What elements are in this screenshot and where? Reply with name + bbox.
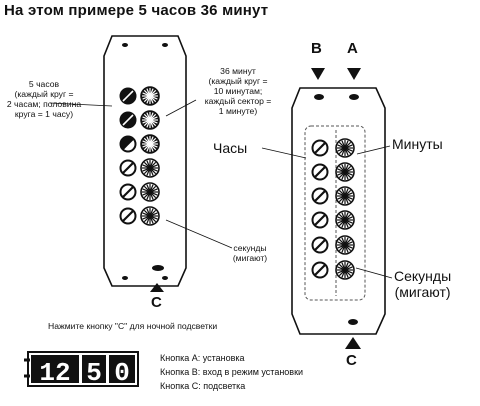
right-button-a[interactable] [349, 94, 359, 100]
label-a: A [347, 40, 358, 57]
label-b: B [311, 40, 322, 57]
right-device [291, 87, 386, 335]
night-light-note: Нажмите кнопку "C" для ночной подсветки [48, 321, 218, 331]
hours-note-line [49, 102, 113, 107]
hours-note: 5 часов (каждый круг = 2 часам; половина… [6, 79, 82, 119]
seconds-note: секунды (мигают) [232, 243, 268, 263]
minutes-note-line [165, 99, 197, 117]
left-button-c-label: C [151, 294, 162, 311]
seconds-label: Секунды (мигают) [394, 268, 452, 301]
digital-display: 12 5 0 [24, 351, 139, 388]
display-digits-2: 5 [86, 358, 102, 388]
arrow-c [345, 337, 361, 349]
display-digits-3: 0 [114, 358, 130, 388]
seconds-label-line [355, 267, 393, 279]
minutes-label: Минуты [392, 136, 443, 152]
legend-button-c: Кнопка C: подсветка [160, 381, 246, 391]
left-button-c[interactable] [152, 265, 164, 271]
page-title: На этом примере 5 часов 36 минут [4, 2, 269, 19]
seconds-note-line [165, 219, 233, 249]
arrow-a [347, 68, 361, 80]
legend-button-b: Кнопка B: вход в режим установки [160, 367, 304, 377]
label-c: C [346, 352, 357, 369]
hours-label: Часы [213, 140, 248, 156]
left-arrow-c [150, 283, 164, 292]
right-button-b[interactable] [314, 94, 324, 100]
display-digits-1: 12 [39, 358, 70, 388]
minutes-label-line [356, 145, 391, 155]
arrow-b [311, 68, 325, 80]
legend-button-a: Кнопка A: установка [160, 353, 245, 363]
right-button-c[interactable] [348, 319, 358, 325]
minutes-note: 36 минут (каждый круг = 10 минутам; кажд… [204, 66, 272, 116]
hours-label-line [261, 147, 307, 159]
